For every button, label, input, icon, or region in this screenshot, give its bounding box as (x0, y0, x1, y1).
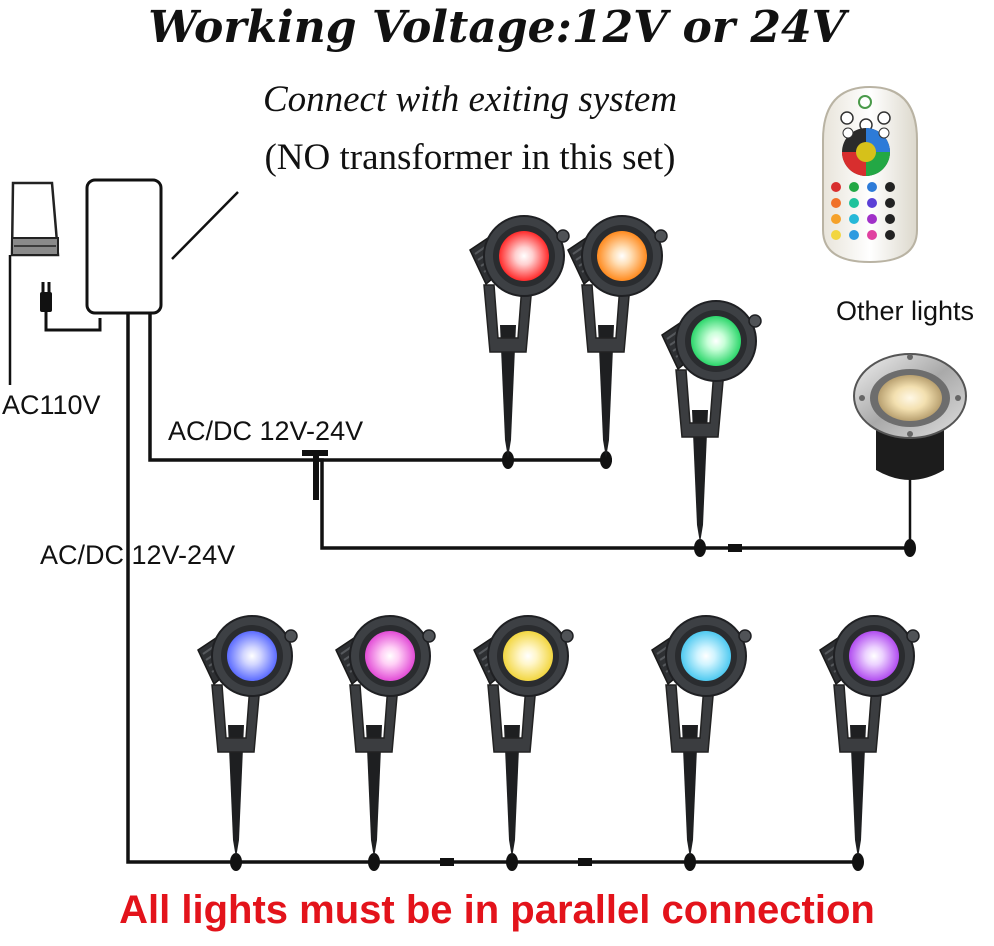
spotlight-icon (819, 615, 920, 859)
spotlight-icon (473, 615, 574, 859)
spotlight-icon (197, 615, 298, 859)
spotlight-icon (567, 215, 668, 459)
label-other-lights: Other lights (836, 296, 975, 326)
spotlight-icon (469, 215, 570, 459)
page-title: Working Voltage:12V or 24V (148, 2, 846, 53)
wiring (126, 313, 912, 864)
remote-control-icon (822, 85, 918, 264)
spotlight-icon (661, 300, 762, 544)
label-acdc-upper: AC/DC 12V-24V (168, 416, 364, 446)
label-ac110v: AC110V (2, 390, 101, 420)
outlet-icon (10, 181, 60, 257)
power-plug-icon (40, 282, 102, 332)
label-acdc-lower: AC/DC 12V-24V (40, 540, 236, 570)
inground-light-icon (853, 353, 967, 480)
subtitle-connect: Connect with exiting system (262, 79, 678, 120)
callout-line (171, 191, 239, 260)
footer-warning: All lights must be in parallel connectio… (119, 888, 875, 932)
subtitle-no-transformer: (NO transformer in this set) (264, 137, 676, 178)
wire-junctions (230, 451, 916, 871)
transformer-box-icon (85, 178, 163, 315)
spotlight-icon (651, 615, 752, 859)
spotlight-icon (335, 615, 436, 859)
